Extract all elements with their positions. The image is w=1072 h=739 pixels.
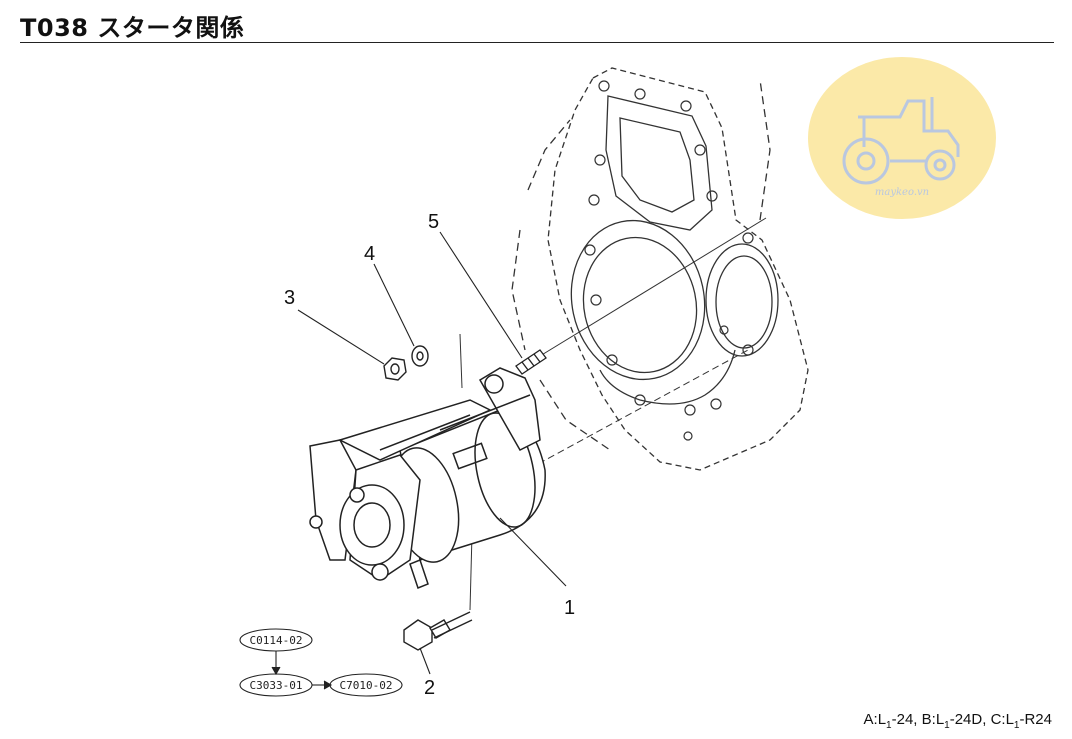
reference-c7010: C7010-02 xyxy=(340,679,393,692)
engine-housing xyxy=(511,67,809,471)
callout-5: 5 xyxy=(428,211,439,233)
footer-a-sub: 1 xyxy=(886,720,892,731)
watermark-text: maykeo.vn xyxy=(875,187,929,198)
reference-c3033: C3033-01 xyxy=(250,679,303,692)
stud-bolt xyxy=(515,349,547,375)
callout-1: 1 xyxy=(564,597,575,619)
hex-nut xyxy=(383,357,407,381)
callout-4: 4 xyxy=(364,243,375,265)
footer-c-prefix: C:L xyxy=(990,711,1014,728)
reference-flow xyxy=(239,628,403,697)
footer-a-suffix: -24, xyxy=(891,711,918,728)
flange-bolt xyxy=(403,611,473,651)
reference-c0114: C0114-02 xyxy=(250,634,303,647)
footer-b-suffix: -24D, xyxy=(949,711,987,728)
footer-c-sub: 1 xyxy=(1013,720,1020,731)
callout-leaders xyxy=(297,231,567,675)
starter-motor xyxy=(309,367,546,589)
footer-b-prefix: B:L xyxy=(921,711,945,728)
footer-b-sub: 1 xyxy=(944,720,950,731)
watermark-logo: maykeo.vn xyxy=(808,57,996,219)
model-applicability-note: A:L1-24, B:L1-24D, C:L1-R24 xyxy=(864,711,1052,731)
callout-3: 3 xyxy=(284,287,295,309)
footer-a-prefix: A:L xyxy=(863,711,887,728)
footer-c-suffix: -R24 xyxy=(1019,711,1052,728)
callout-2: 2 xyxy=(424,677,435,699)
lock-washer xyxy=(411,345,429,367)
tractor-icon xyxy=(842,97,960,185)
title-underline xyxy=(20,42,1054,43)
housing-bolt-holes xyxy=(584,80,754,441)
page-title: T038 スタータ関係 xyxy=(20,14,245,42)
